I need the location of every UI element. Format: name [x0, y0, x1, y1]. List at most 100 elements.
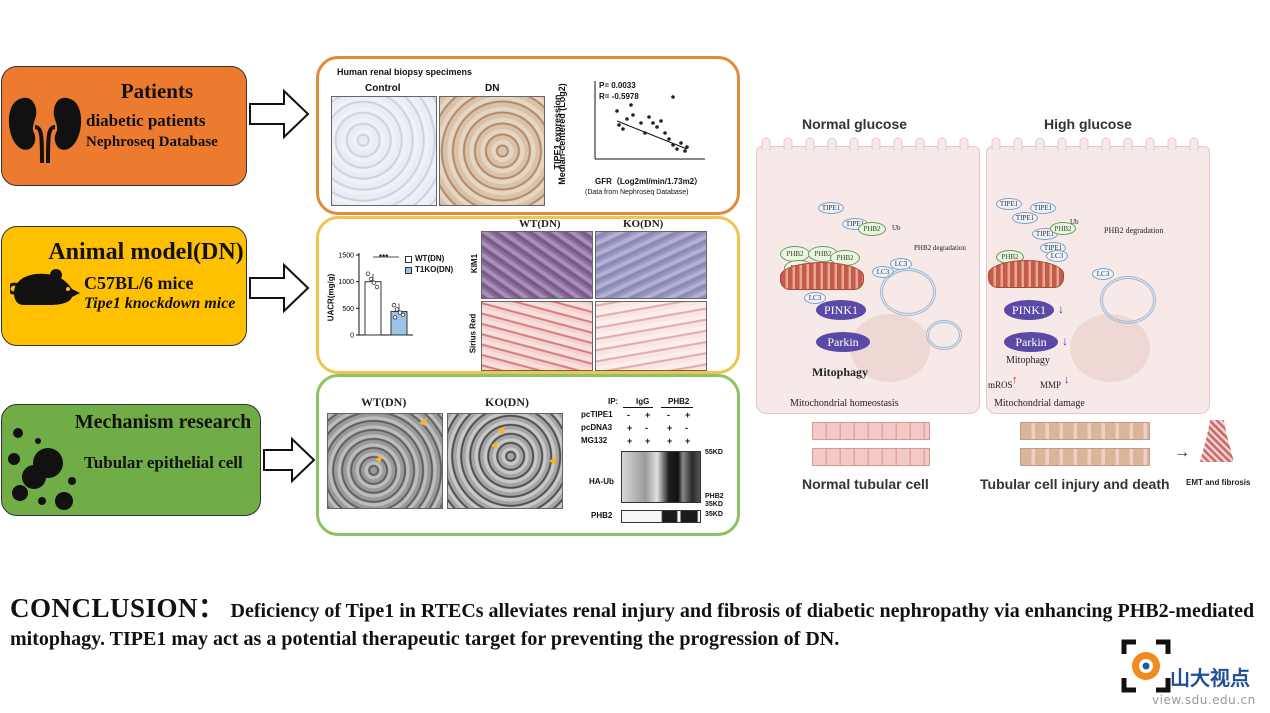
blot-sign: +: [645, 436, 651, 446]
homeostasis-label: Mitochondrial homeostasis: [790, 398, 899, 409]
nucleus: [1070, 314, 1150, 382]
data-point: [365, 271, 371, 276]
bar-wt: [364, 281, 382, 336]
blot-sign: -: [667, 410, 670, 420]
y-tick-label: 1500: [338, 253, 354, 260]
damage-label: Mitochondrial damage: [994, 398, 1085, 409]
patients-box: Patients diabetic patients Nephroseq Dat…: [1, 66, 247, 186]
data-point: [391, 302, 397, 308]
em-ko-image: [447, 413, 563, 509]
data-point: [394, 307, 400, 312]
watermark-logo: [1120, 636, 1172, 701]
panel1-heading: Human renal biopsy specimens: [337, 67, 473, 77]
tubule-strip: [1020, 422, 1150, 440]
cell-diagram: Normal glucose TIPE1 TIPE1 PHB2 Ub PHB2 …: [750, 100, 1270, 500]
mitophagy-label: Mitophagy: [1006, 355, 1050, 366]
watermark-name: 山大视点: [1170, 666, 1250, 690]
mechanism-panel: WT(DN) KO(DN) IP: IgG PHB2 pcTIPE1 pcDNA…: [316, 374, 740, 536]
dn-biopsy-image: [439, 96, 545, 206]
legend-ko-swatch: [405, 267, 412, 274]
autophagosome: [926, 320, 962, 350]
ub-label: Ub: [892, 224, 901, 232]
up-arrow-icon: ↑: [1012, 374, 1018, 386]
haub-blot-image: [621, 451, 701, 503]
autophagosome: [880, 268, 936, 316]
high-cell-label: Tubular cell injury and death: [980, 476, 1170, 492]
microvilli: [761, 137, 969, 150]
scatter-source: (Data from Nephroseq Database): [585, 189, 689, 196]
blot-sign: -: [685, 423, 688, 433]
watermark-url: view.sdu.edu.cn: [1152, 693, 1256, 707]
tubule-strip: [812, 448, 930, 466]
blot-sign: +: [667, 423, 673, 433]
bubbles-icon: [2, 405, 92, 522]
mg132-label: MG132: [581, 436, 608, 445]
mmp-label: MMP: [1040, 380, 1062, 390]
mros-label: mROS: [988, 380, 1013, 390]
blot-sign: +: [685, 410, 691, 420]
phb2-blot-label: PHB2: [591, 511, 613, 520]
lc3-protein: LC3: [804, 292, 826, 304]
tubule-strip: [1020, 448, 1150, 466]
phb2-blot-image: [621, 510, 701, 523]
em-ko-label: KO(DN): [485, 395, 529, 409]
row-kim1-label: KIM1: [470, 253, 480, 274]
mechanism-title: Mechanism research: [74, 411, 252, 433]
degradation-label: PHB2 degradation: [1104, 226, 1164, 235]
phb2-protein: PHB2: [1050, 222, 1076, 235]
mechanism-line1: Tubular epithelial cell: [84, 453, 243, 472]
blot-sign: +: [645, 410, 651, 420]
animal-box: Animal model(DN) C57BL/6 mice Tipe1 knoc…: [1, 226, 247, 346]
conclusion-head: CONCLUSION：: [10, 593, 226, 623]
mitochondrion: [988, 260, 1064, 288]
kim1-wt-image: [481, 231, 593, 299]
ylabel-line2: Median-centered (Log2): [556, 83, 567, 185]
sirius-wt-image: [481, 301, 593, 371]
phb2-group-label: PHB2: [668, 397, 690, 406]
blot-sign: +: [685, 436, 691, 446]
col-wt-label: WT(DN): [519, 218, 561, 230]
patients-panel: Human renal biopsy specimens Control DN …: [316, 56, 740, 215]
kim1-ko-image: [595, 231, 707, 299]
pink1-node: PINK1: [816, 300, 866, 320]
scatter-xlabel: GFR（Log2ml/min/1.73m2）: [595, 177, 703, 186]
blot-sign: -: [627, 410, 630, 420]
animal-line1: C57BL/6 mice: [84, 273, 194, 293]
arrow-right-icon: [263, 436, 316, 484]
haub-label: HA-Ub: [589, 477, 614, 486]
animal-title: Animal model(DN): [48, 239, 244, 265]
col-ko-label: KO(DN): [623, 218, 664, 230]
parkin-node: Parkin: [1004, 332, 1058, 352]
kidney-icon: [8, 91, 84, 168]
tipe1-protein: TIPE1: [818, 202, 844, 214]
high-glucose-header: High glucose: [1044, 116, 1132, 132]
down-arrow-icon: ↓: [1064, 374, 1070, 386]
conclusion: CONCLUSION： Deficiency of Tipe1 in RTECs…: [10, 594, 1265, 653]
conclusion-text: Deficiency of Tipe1 in RTECs alleviates …: [10, 600, 1255, 650]
blot-sign: -: [645, 423, 648, 433]
stat-r: R= -0.5978: [599, 92, 639, 101]
data-point: [392, 315, 398, 320]
arrowhead-markers: [375, 417, 557, 465]
arrow-right-icon: [249, 262, 310, 314]
data-point: [374, 284, 380, 290]
microvilli: [991, 137, 1199, 150]
legend-ko: T1KO(DN): [415, 265, 454, 274]
pink1-node: PINK1: [1004, 300, 1054, 320]
autophagosome: [1100, 276, 1156, 324]
kd-phb2: PHB2: [705, 493, 724, 500]
patients-line2: Nephroseq Database: [86, 134, 218, 150]
ip-label: IP:: [608, 397, 619, 406]
legend-wt-swatch: [405, 256, 412, 263]
em-wt-image: [327, 413, 443, 509]
blot-sign: +: [627, 436, 633, 446]
igg-label: IgG: [636, 397, 650, 406]
down-arrow-icon: ↓: [1062, 334, 1068, 348]
legend-wt: WT(DN): [415, 254, 445, 263]
mechanism-box: Mechanism research Tubular epithelial ce…: [1, 404, 261, 516]
lc3-protein: LC3: [1092, 268, 1114, 280]
stat-p: P= 0.0033: [599, 81, 636, 90]
row-sirius-label: Sirius Red: [468, 313, 478, 354]
normal-glucose-header: Normal glucose: [802, 116, 908, 132]
